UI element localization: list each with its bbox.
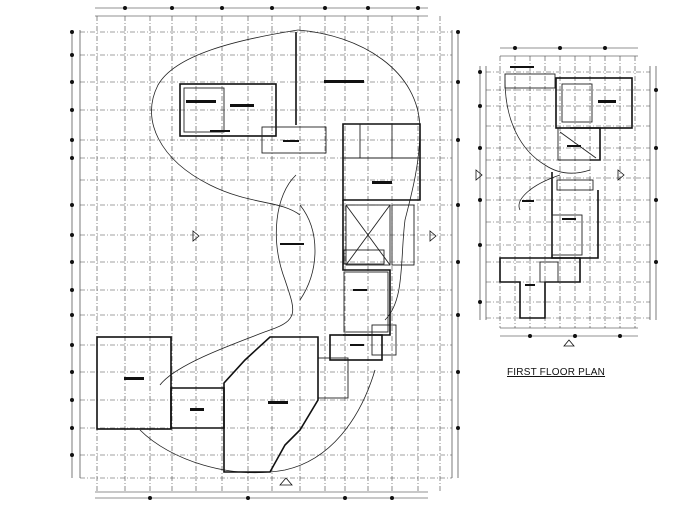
- first-building-walls: [499, 73, 633, 319]
- first-grid-bubbles: [475, 46, 658, 347]
- ground-grid-lines: [80, 16, 452, 492]
- ground-room-label-marks: [124, 80, 392, 411]
- first-floor-plan: [475, 46, 658, 347]
- first-grid-lines: [486, 56, 650, 328]
- first-room-label-marks: [510, 66, 616, 286]
- first-dimension-frame: [479, 47, 657, 337]
- ground-site-curves: [139, 29, 421, 473]
- ground-grid-bubbles: [70, 6, 460, 500]
- ground-building-walls: [96, 32, 421, 473]
- ground-floor-plan: [70, 6, 460, 500]
- ground-dimension-frame: [71, 7, 459, 499]
- first-floor-plan-caption: FIRST FLOOR PLAN: [507, 367, 606, 378]
